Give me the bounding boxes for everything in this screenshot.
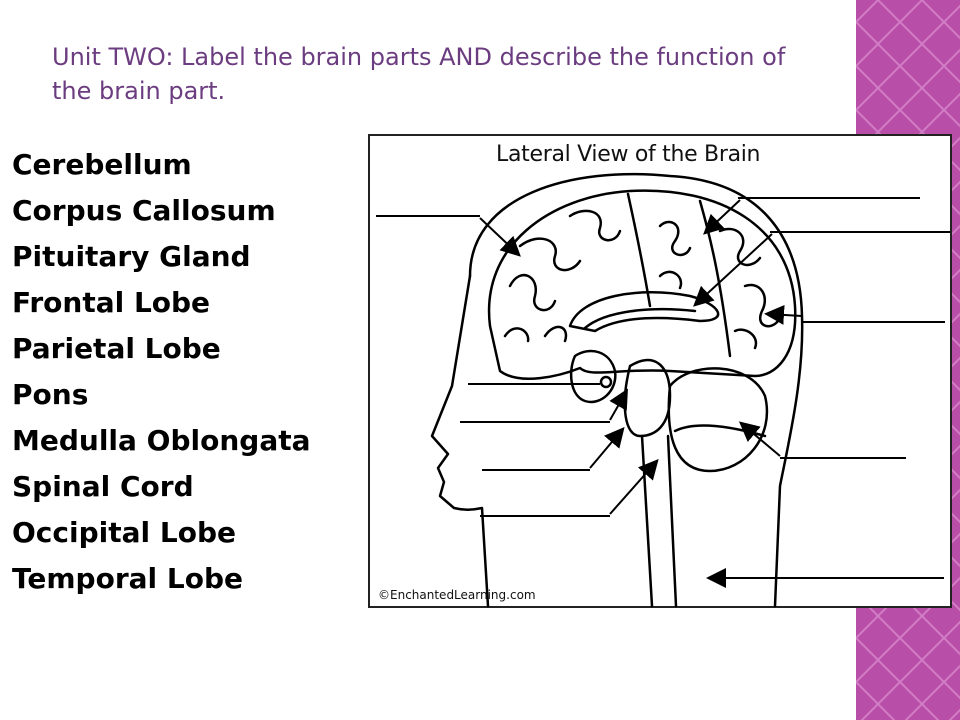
term-item: Pituitary Gland	[12, 240, 251, 273]
slide-title: Unit TWO: Label the brain parts AND desc…	[52, 43, 786, 105]
corpus-callosum	[568, 291, 720, 333]
head-outline	[468, 172, 804, 608]
term-item: Corpus Callosum	[12, 194, 276, 227]
term-item: Temporal Lobe	[12, 562, 243, 595]
pituitary-region	[569, 349, 617, 404]
term-item: Parietal Lobe	[12, 332, 221, 365]
sulcus-line	[698, 199, 732, 358]
term-item: Medulla Oblongata	[12, 424, 311, 457]
brain-illustration	[376, 172, 950, 608]
sulcus-line	[626, 192, 652, 308]
brain-diagram: Lateral View of the Brain ©EnchantedLear…	[368, 134, 952, 608]
brain-outline	[487, 189, 797, 380]
pituitary-gland	[599, 375, 613, 389]
face-profile	[430, 274, 490, 608]
corpus-callosum-inner	[583, 307, 697, 330]
brain-term-list: Cerebellum Corpus Callosum Pituitary Gla…	[12, 142, 311, 602]
term-item: Occipital Lobe	[12, 516, 236, 549]
term-item: Frontal Lobe	[12, 286, 211, 319]
pons	[623, 359, 672, 438]
term-item: Cerebellum	[12, 148, 192, 181]
cerebellum	[667, 367, 769, 473]
diagram-credit: ©EnchantedLearning.com	[378, 588, 536, 602]
spinal-cord	[640, 434, 654, 608]
term-item: Spinal Cord	[12, 470, 194, 503]
spinal-cord	[666, 434, 678, 608]
diagram-title: Lateral View of the Brain	[496, 142, 761, 167]
term-item: Pons	[12, 378, 89, 411]
